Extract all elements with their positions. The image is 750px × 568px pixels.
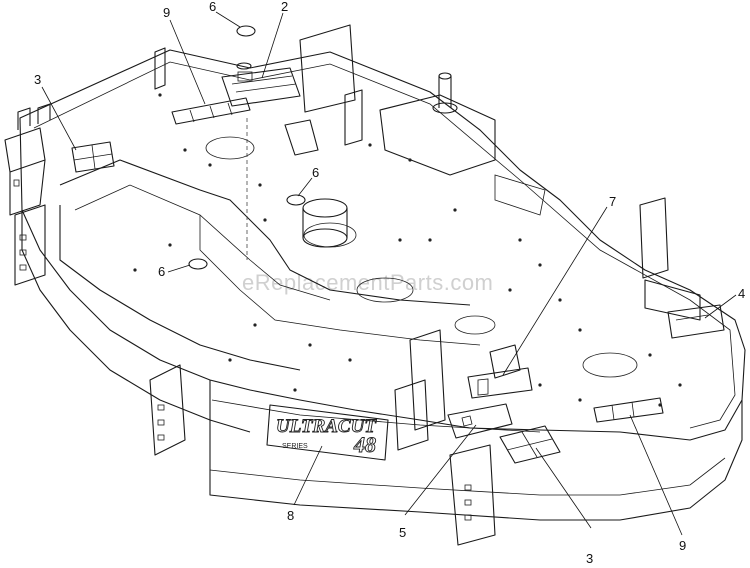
- spindle-post: [432, 72, 458, 114]
- decal-3-left-grid: [71, 141, 115, 173]
- decal-9-rear: [171, 97, 251, 125]
- callout-4: 4: [738, 286, 745, 301]
- decal-2-warning: [221, 62, 301, 107]
- leader-lines: [41, 11, 737, 536]
- left-channel: [59, 159, 481, 371]
- deck-top-plate: [19, 49, 746, 441]
- callout-2: 2: [281, 0, 288, 14]
- callout-8: 8: [287, 508, 294, 523]
- watermark-text: eReplacementParts.com: [242, 270, 493, 295]
- decal-6-left: [188, 258, 208, 270]
- rivet-holes: [133, 93, 682, 407]
- callout-3-front: 3: [586, 551, 593, 566]
- callout-7: 7: [609, 194, 616, 209]
- deck-front-skirt: [21, 210, 743, 521]
- spindle-openings: [205, 136, 638, 378]
- callout-9-front: 9: [679, 538, 686, 553]
- right-uprights: [639, 197, 701, 321]
- decal-7: [467, 367, 533, 399]
- decal-9-front: [593, 397, 664, 423]
- callout-6-center: 6: [312, 165, 319, 180]
- callout-6-rear: 6: [209, 0, 216, 14]
- decal-6-center: [286, 194, 306, 206]
- callout-9-rear: 9: [163, 5, 170, 20]
- brand-decal-plate: ULTRACUT 48 SERIES: [266, 404, 389, 461]
- decal-6-rear: [236, 25, 256, 37]
- callouts: 9 6 2 3 6 6 7 4 8 5 3 9: [34, 0, 745, 566]
- left-side-hitch: [14, 204, 46, 286]
- center-spindle-housing: [302, 198, 348, 248]
- callout-5: 5: [399, 525, 406, 540]
- brand-series-text: SERIES: [282, 443, 308, 450]
- decal-4-right: [667, 304, 725, 339]
- front-baffles: [284, 119, 521, 451]
- decal-3-front-grid: [499, 425, 561, 464]
- brand-name-text: ULTRACUT: [276, 416, 377, 437]
- left-rear-bracket: [4, 103, 51, 216]
- brand-size-text: 48: [353, 432, 376, 457]
- front-left-hitch: [149, 364, 186, 456]
- decal-5: [447, 403, 513, 439]
- front-right-hitch: [449, 444, 496, 546]
- rear-uprights: [154, 24, 363, 146]
- belt-cover: [379, 94, 546, 216]
- callout-3-left: 3: [34, 72, 41, 87]
- callout-6-left: 6: [158, 264, 165, 279]
